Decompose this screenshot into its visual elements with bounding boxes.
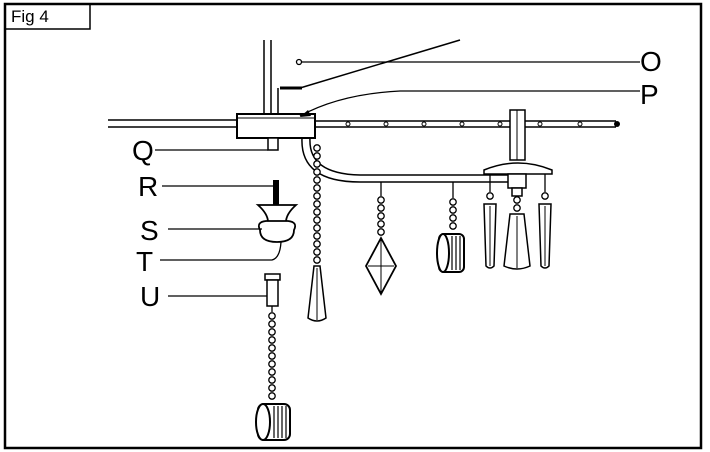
finial-nut xyxy=(255,204,299,223)
callout-label-u: U xyxy=(140,281,160,312)
crystal-drop-center xyxy=(503,196,531,270)
threaded-rod xyxy=(273,180,279,218)
callout-leaders xyxy=(155,58,640,297)
callout-label-p: P xyxy=(640,79,659,110)
ceiling-rod xyxy=(263,40,272,116)
callout-label-r: R xyxy=(138,171,158,202)
fan-pull-chain xyxy=(307,144,327,322)
light-pull-knob xyxy=(436,182,465,273)
finial-cap xyxy=(257,220,297,243)
callout-label-o: O xyxy=(640,46,662,77)
callout-label-s: S xyxy=(140,215,159,246)
light-post xyxy=(509,109,526,161)
figure-frame xyxy=(3,2,703,450)
figure-title: Fig 4 xyxy=(11,7,49,26)
diamond-pendant xyxy=(364,182,398,296)
light-fixture-cap xyxy=(483,162,553,197)
figure-title-box xyxy=(4,3,91,30)
pull-chain-with-knob xyxy=(255,273,291,441)
callout-label-q: Q xyxy=(132,135,154,166)
housing-bar xyxy=(108,119,620,128)
crystal-drop-left xyxy=(483,174,497,269)
crystal-drop-right xyxy=(538,174,552,269)
callout-label-t: T xyxy=(136,246,153,277)
fan-blade-edge xyxy=(280,39,461,90)
housing-nut xyxy=(267,137,279,151)
